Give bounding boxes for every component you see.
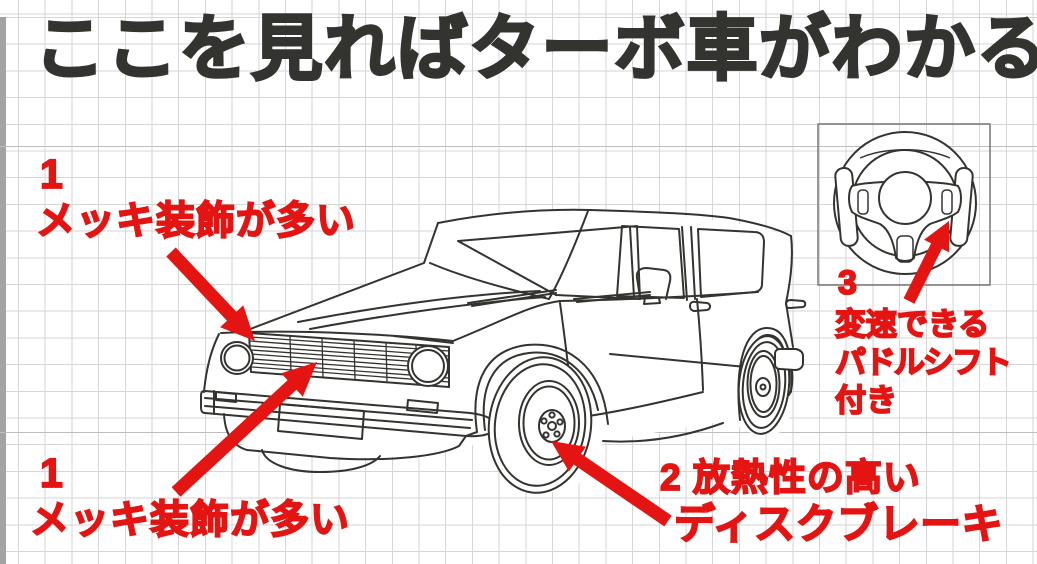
annotation-chrome-top-label: メッキ装飾が多い xyxy=(35,199,357,244)
annotation-paddle-shift: 3 変速できる パドルシフト 付き xyxy=(834,260,1013,420)
grid-major-line xyxy=(0,146,1037,147)
annotation-chrome-top-number: 1 xyxy=(39,150,64,198)
arrow-to-paddle-shifter xyxy=(903,221,949,304)
annotation-paddle-shift-line3: 付き xyxy=(834,382,898,419)
steering-wheel-illustration xyxy=(817,123,991,286)
annotation-disc-brake-line2: ディスクブレーキ xyxy=(673,500,1004,548)
arrow-to-grille-bottom xyxy=(171,362,317,497)
grille-slats xyxy=(249,335,450,385)
annotation-disc-brake-number: 2 xyxy=(659,456,682,499)
annotation-chrome-bottom: 1 メッキ装飾が多い xyxy=(29,449,351,544)
steering-wheel-frame xyxy=(817,123,991,286)
annotation-paddle-shift-line2: パドルシフト xyxy=(834,344,1013,381)
car-body-fill xyxy=(201,209,803,493)
paper-edge-shadow xyxy=(0,17,6,564)
annotation-chrome-bottom-label: メッキ装飾が多い xyxy=(29,498,351,543)
front-disc-brake-hub xyxy=(518,380,580,466)
annotation-paddle-shift-line1: 変速できる xyxy=(834,306,990,343)
annotation-disc-brake-line1: 放熱性の高い xyxy=(692,456,921,499)
headlight-right xyxy=(407,345,449,387)
arrow-to-grille-top xyxy=(166,247,255,341)
annotation-paddle-shift-number: 3 xyxy=(837,263,858,303)
annotation-disc-brake: 2 放熱性の高い ディスクブレーキ xyxy=(659,455,1004,548)
annotation-chrome-top: 1 メッキ装飾が多い xyxy=(35,150,357,245)
headlight-left xyxy=(220,341,254,375)
annotation-chrome-bottom-number: 1 xyxy=(39,449,64,497)
arrow-to-disc-brake xyxy=(551,441,672,527)
license-plate xyxy=(277,403,365,440)
page-title: ここを見ればターボ車がわかる xyxy=(33,10,1037,89)
